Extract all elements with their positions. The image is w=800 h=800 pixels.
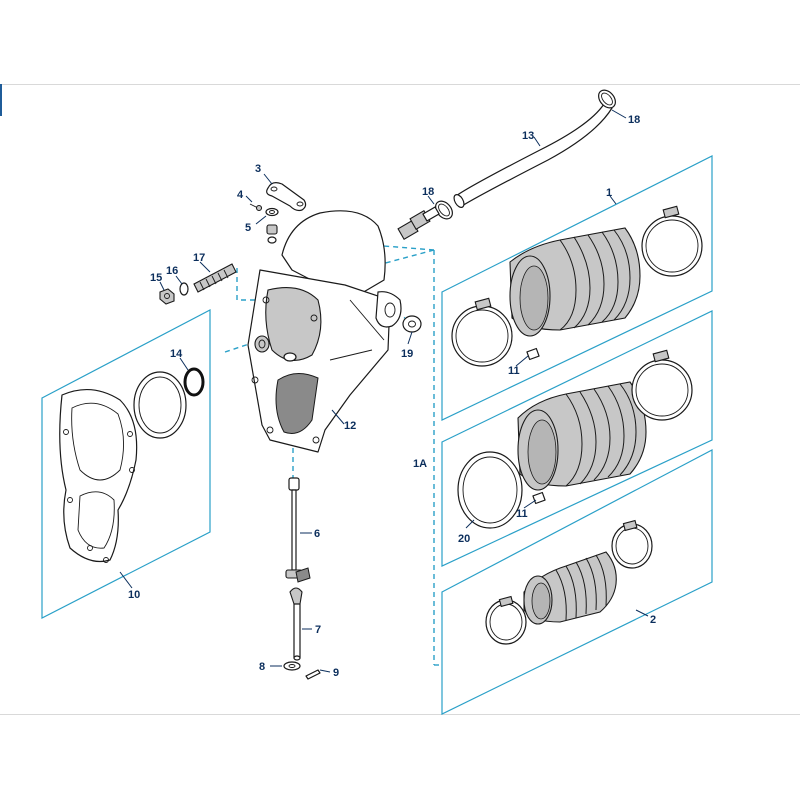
callout-1: 1 — [606, 187, 612, 199]
callout-19: 19 — [401, 348, 413, 360]
callout-2: 2 — [650, 614, 656, 626]
callout-11-b: 11 — [516, 508, 528, 520]
washer-8 — [283, 661, 301, 671]
clamp-2-right — [611, 519, 653, 569]
callout-18-top: 18 — [628, 114, 640, 126]
group-box-1a — [441, 310, 713, 567]
shaft-7 — [289, 587, 303, 661]
callout-14: 14 — [170, 348, 183, 360]
callout-20: 20 — [458, 533, 470, 545]
bellows-1a — [517, 381, 647, 491]
gimbal-housing-12 — [247, 210, 402, 453]
callout-6: 6 — [314, 528, 320, 540]
ring-20 — [457, 451, 523, 529]
hose-clamp-18-mid — [435, 200, 453, 220]
tag-11-a — [526, 347, 540, 361]
callout-1a: 1A — [413, 458, 427, 470]
callout-9: 9 — [333, 667, 339, 679]
pin-9 — [305, 669, 321, 680]
bellows-2 — [523, 551, 617, 625]
washer-19 — [402, 315, 422, 333]
callout-7: 7 — [315, 624, 321, 636]
seal-ring-10 — [133, 371, 187, 439]
callout-4: 4 — [237, 189, 244, 201]
bushing — [266, 224, 278, 244]
hose-13 — [453, 103, 613, 208]
callout-13: 13 — [522, 130, 534, 142]
callout-8: 8 — [259, 661, 265, 673]
callout-18-mid: 18 — [422, 186, 434, 198]
left-edge-marker — [0, 84, 2, 116]
tag-11-b — [532, 491, 546, 505]
group-box-10 — [41, 309, 211, 619]
callout-17: 17 — [193, 252, 205, 264]
bellows-1 — [509, 227, 641, 337]
group-box-1 — [441, 155, 713, 421]
o-ring-14 — [183, 367, 205, 397]
group-box-2 — [441, 449, 713, 715]
washer-16 — [179, 282, 189, 296]
callout-15: 15 — [150, 272, 162, 284]
screw-4 — [249, 203, 263, 212]
callout-11-a: 11 — [508, 365, 520, 377]
clamp-1a-right — [631, 349, 693, 421]
gasket-10 — [59, 389, 138, 563]
hose-clamp-18-top — [598, 89, 616, 109]
clamp-1-left — [451, 297, 513, 367]
clamp-1-right — [641, 205, 703, 277]
shaft-6 — [285, 477, 311, 583]
callout-labels: 1 1A 2 3 4 5 6 7 8 9 10 11 11 12 13 14 1… — [128, 114, 656, 679]
water-fitting — [397, 206, 440, 240]
top-rule — [0, 84, 800, 85]
callout-5: 5 — [245, 222, 251, 234]
callout-16: 16 — [166, 265, 178, 277]
callout-10: 10 — [128, 589, 140, 601]
stud-17 — [193, 263, 237, 293]
bottom-rule — [0, 714, 800, 715]
nut-15 — [159, 288, 175, 305]
leader-lines — [119, 109, 649, 673]
callout-3: 3 — [255, 163, 261, 175]
clamp-2-left — [485, 595, 527, 645]
lever-3 — [266, 182, 307, 212]
callout-12: 12 — [344, 420, 356, 432]
washer-5 — [265, 207, 279, 217]
